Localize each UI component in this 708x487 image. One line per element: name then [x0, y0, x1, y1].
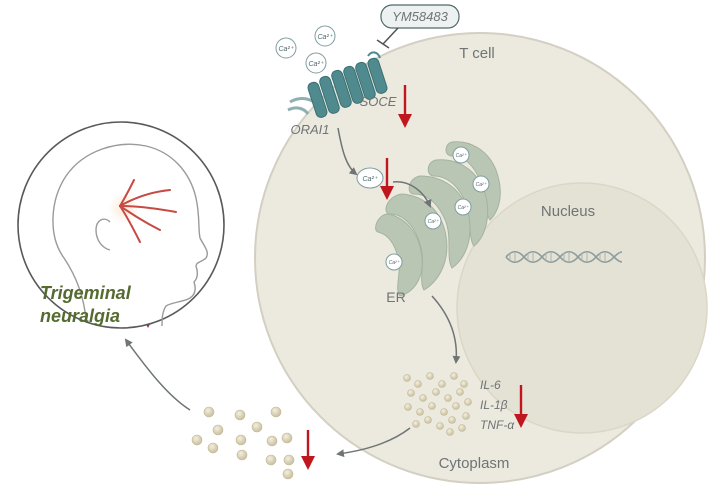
down-arrow-icon — [380, 158, 394, 200]
down-arrow-icon — [301, 430, 315, 470]
t-cell-label: T cell — [459, 45, 495, 62]
cytokine-granules — [403, 372, 472, 436]
flow-arrow-secretion — [336, 427, 411, 458]
svg-text:Ca²⁺: Ca²⁺ — [389, 260, 400, 266]
svg-text:Ca²⁺: Ca²⁺ — [318, 34, 334, 41]
flow-arrow-ca-to-er — [392, 181, 432, 208]
orai1-channel — [287, 51, 388, 118]
cytoplasm-label: Cytoplasm — [439, 455, 510, 472]
flow-arrow-orai-to-ca — [337, 127, 358, 176]
flow-arrow-er-to-cytokines — [431, 295, 461, 364]
flow-arrow-to-neuralgia — [124, 338, 191, 411]
svg-text:Ca²⁺: Ca²⁺ — [279, 46, 295, 53]
nucleus — [456, 182, 708, 434]
svg-text:Ca²⁺: Ca²⁺ — [476, 182, 487, 188]
nerve-pain-icon — [108, 179, 177, 243]
cytosol-calcium-ion: Ca²⁺ — [356, 167, 384, 189]
nucleus-label: Nucleus — [541, 203, 595, 220]
trigeminal-inset — [17, 121, 225, 329]
trigeminal-neuralgia-label-line2: neuralgia — [40, 306, 120, 326]
cytokine-label-il6: IL-6 — [480, 378, 501, 392]
inhibitor-label: YM58483 — [392, 9, 448, 24]
inhibition-bar-icon — [376, 27, 399, 49]
endoplasmic-reticulum — [375, 141, 501, 297]
cytokine-label-il1b: IL-1β — [480, 398, 508, 412]
er-label: ER — [386, 289, 405, 305]
dna-helix-icon — [505, 250, 623, 264]
head-profile-icon — [52, 143, 209, 327]
er-calcium-ions: Ca²⁺ Ca²⁺ Ca²⁺ Ca²⁺ Ca²⁺ — [385, 146, 490, 271]
cytokine-label-tnfa: TNF-α — [480, 418, 515, 432]
svg-text:Ca²⁺: Ca²⁺ — [456, 153, 467, 159]
extracellular-calcium-ions: Ca²⁺ Ca²⁺ Ca²⁺ — [275, 25, 336, 74]
svg-text:Ca²⁺: Ca²⁺ — [309, 61, 325, 68]
orai1-label: ORAI1 — [290, 122, 329, 137]
trigeminal-neuralgia-label-line1: Trigeminal — [40, 283, 132, 303]
down-arrow-icon — [514, 385, 528, 428]
down-arrow-icon — [398, 85, 412, 128]
inhibitor-badge: YM58483 — [380, 4, 460, 29]
svg-text:Ca²⁺: Ca²⁺ — [428, 219, 439, 225]
svg-text:Ca²⁺: Ca²⁺ — [363, 176, 379, 183]
svg-text:Ca²⁺: Ca²⁺ — [458, 205, 469, 211]
soce-label: SOCE — [360, 94, 397, 109]
secreted-cytokine-granules — [191, 406, 295, 480]
